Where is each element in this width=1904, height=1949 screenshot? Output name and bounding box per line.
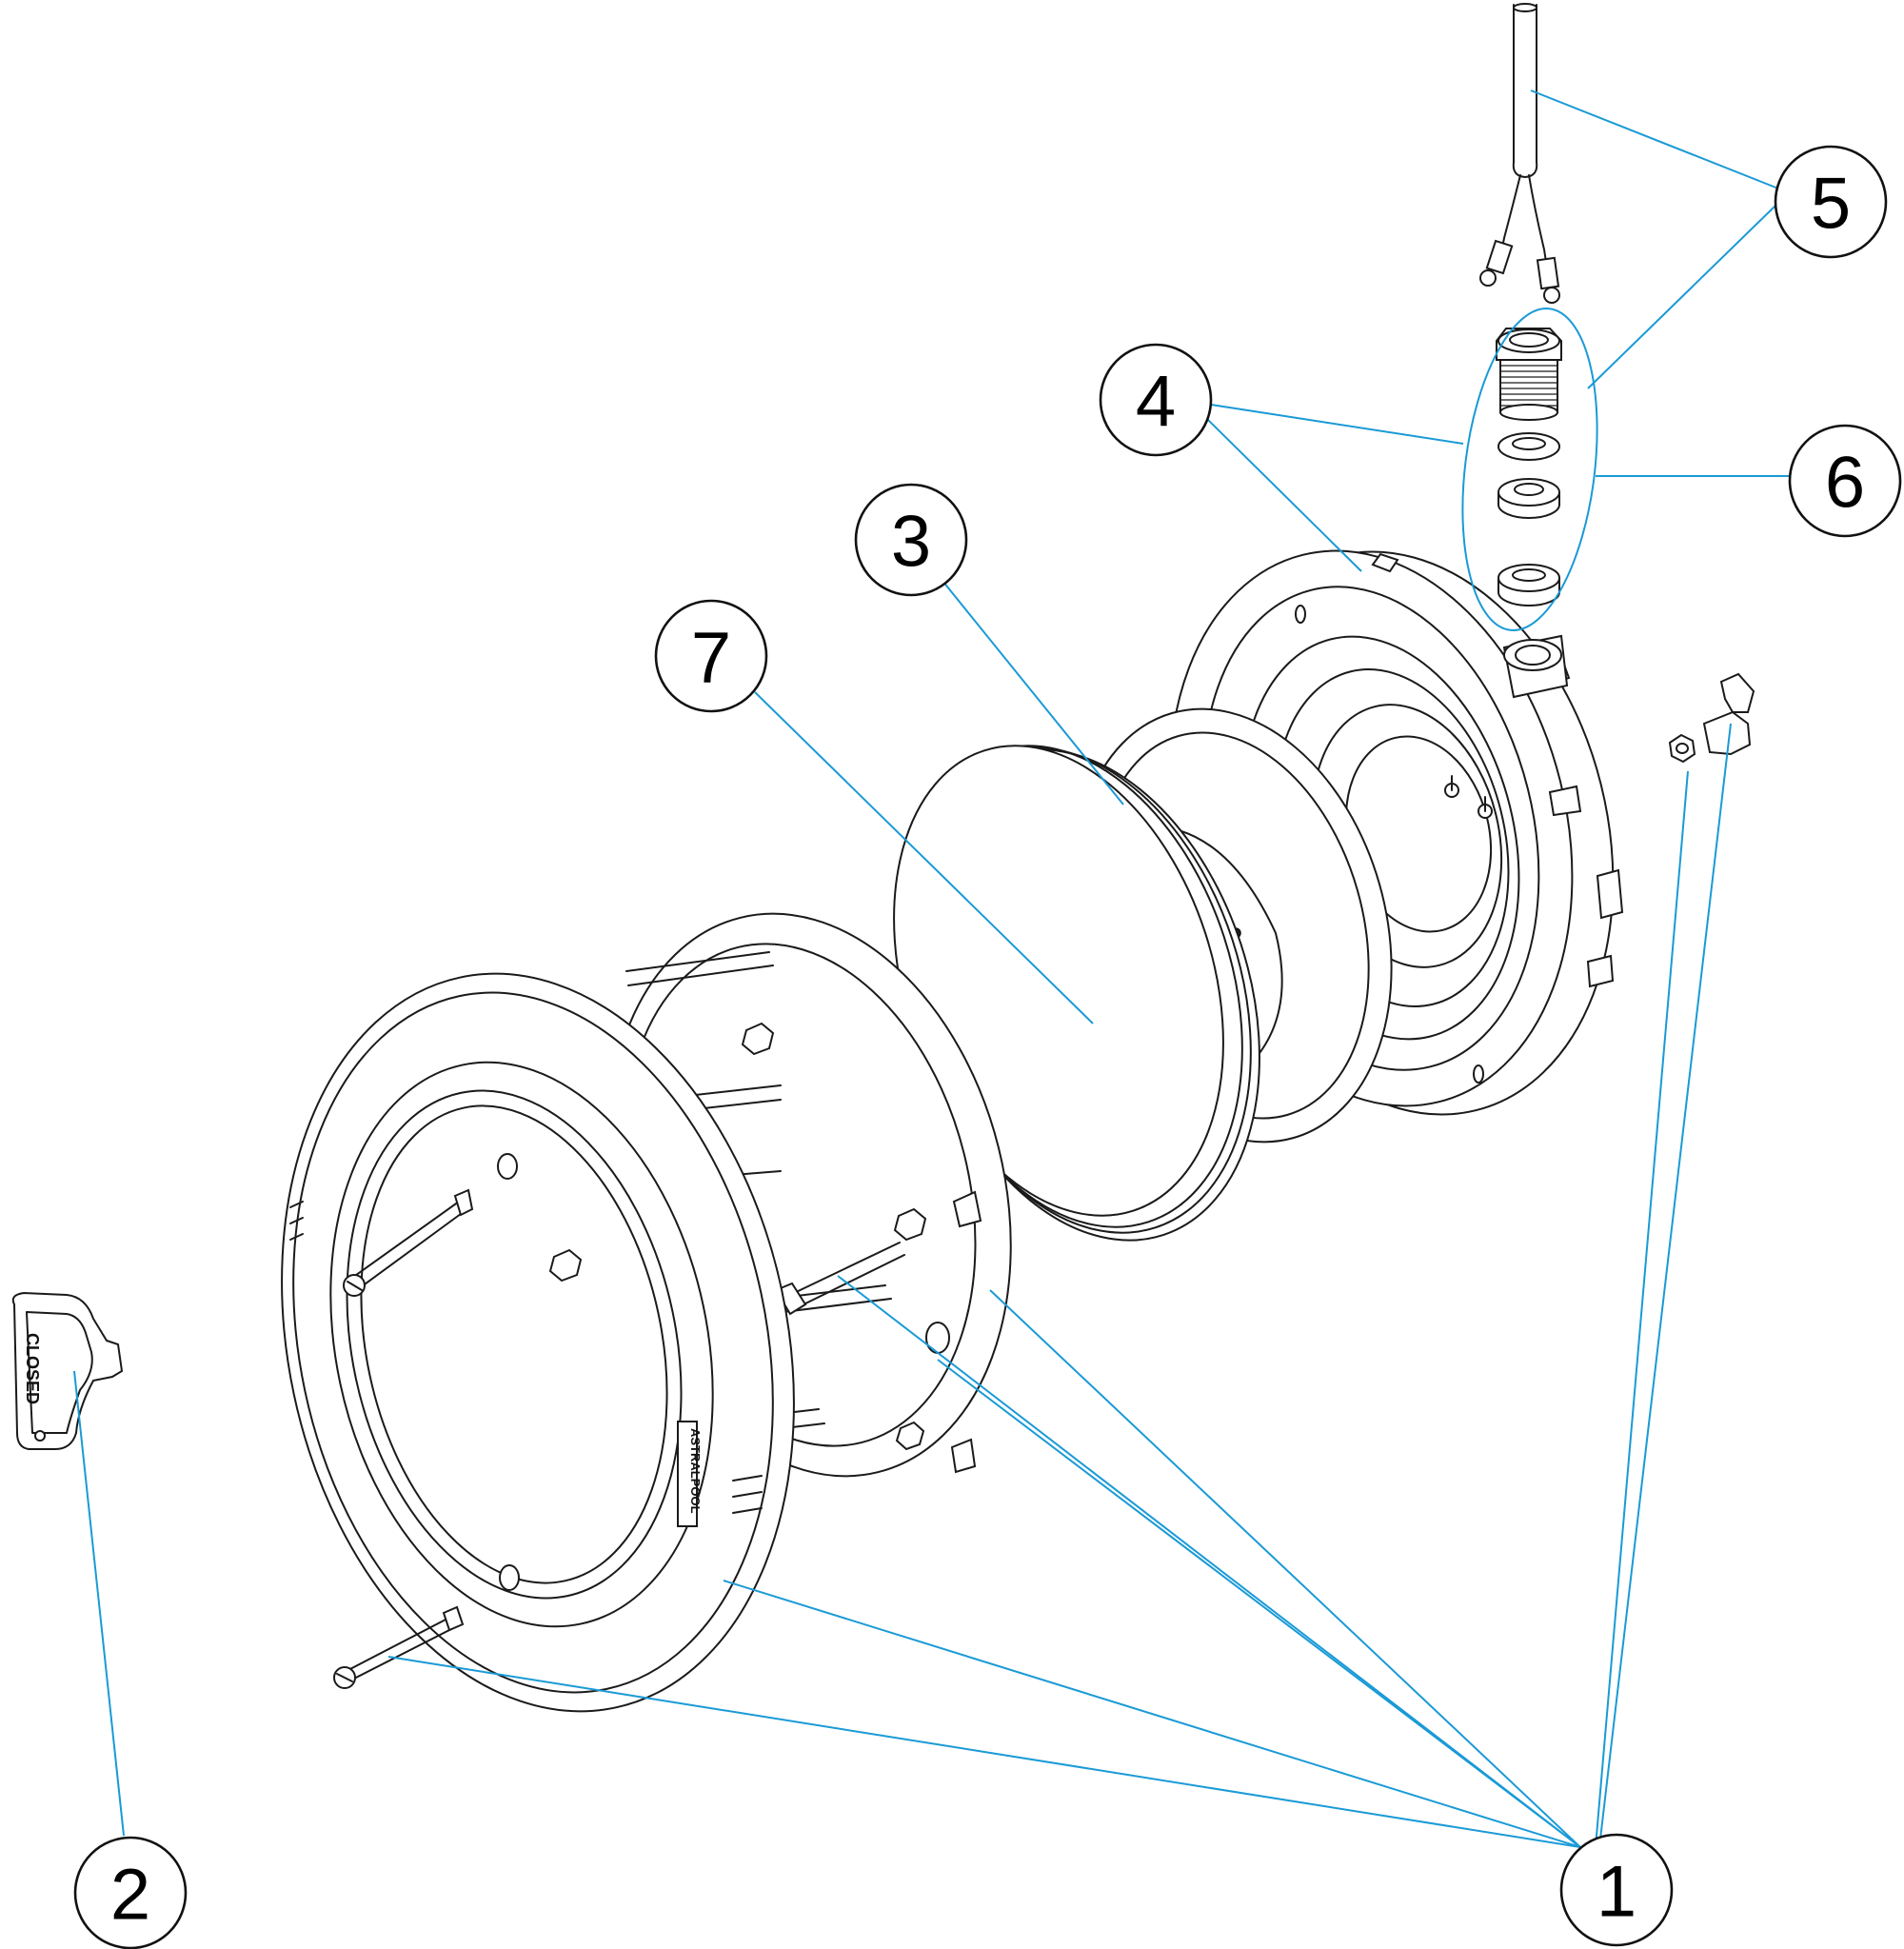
callout-6: 6 bbox=[1788, 424, 1902, 538]
callout-7-label: 7 bbox=[691, 618, 731, 699]
callout-1: 1 bbox=[1559, 1833, 1674, 1947]
callout-4-label: 4 bbox=[1136, 362, 1176, 443]
callout-2-label: 2 bbox=[110, 1855, 150, 1936]
callout-4: 4 bbox=[1099, 343, 1213, 457]
callout-6-label: 6 bbox=[1825, 443, 1865, 524]
brand-text: ASTRALPOOL bbox=[688, 1428, 703, 1514]
key-text: CLOSED bbox=[23, 1333, 42, 1404]
callout-3-label: 3 bbox=[891, 502, 931, 583]
part-1-frame-assembly: ASTRALPOOL bbox=[281, 672, 1755, 1713]
part-6-cable-gland bbox=[1496, 328, 1562, 607]
callout-3: 3 bbox=[854, 483, 968, 597]
leader-lines bbox=[73, 89, 1790, 1848]
part-2-key: CLOSED bbox=[11, 1291, 124, 1450]
callout-1-label: 1 bbox=[1597, 1852, 1636, 1933]
callout-5-label: 5 bbox=[1811, 164, 1851, 245]
callout-2: 2 bbox=[73, 1836, 188, 1949]
callout-5: 5 bbox=[1774, 145, 1888, 259]
callout-7: 7 bbox=[654, 599, 768, 713]
part-5-cable bbox=[1479, 3, 1560, 304]
